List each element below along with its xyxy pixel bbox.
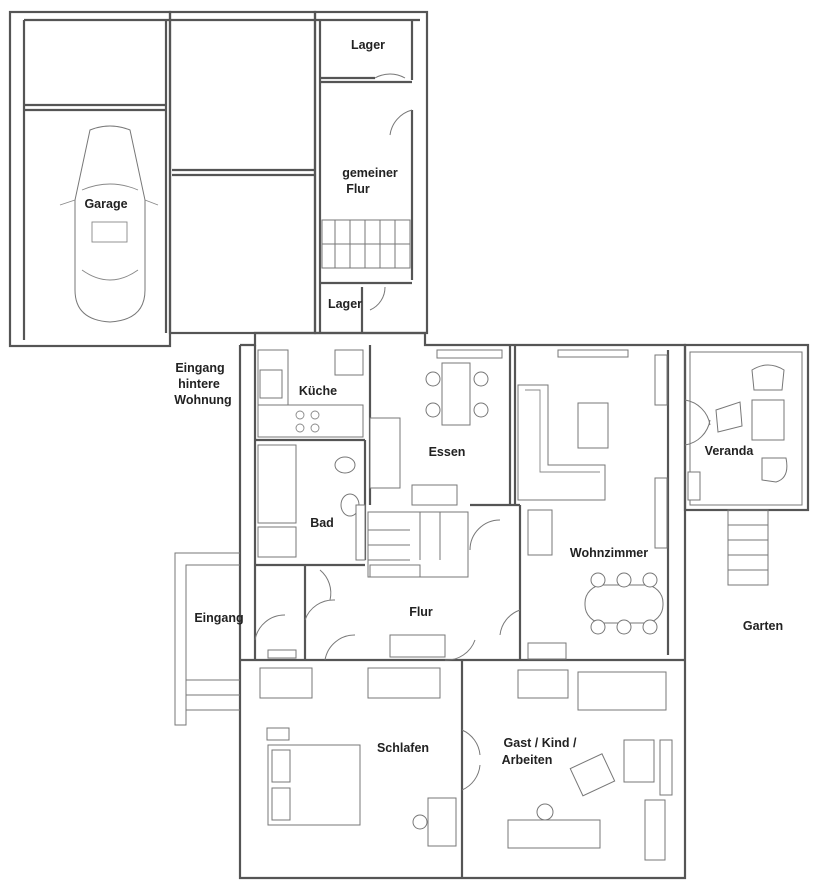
room-label-wohnzimmer: Wohnzimmer <box>570 546 648 560</box>
room-label-garage: Garage <box>84 197 127 211</box>
stairs-common-hall <box>321 219 411 269</box>
room-label-common-hall: Flur <box>346 182 370 196</box>
room-label-veranda: Veranda <box>705 444 755 458</box>
room-labels: Lager gemeiner Flur Lager Garage Küche E… <box>84 38 783 767</box>
door-swings <box>254 73 711 791</box>
room-label-essen: Essen <box>429 445 466 459</box>
rear-entrance-line-2: hintere <box>178 377 220 391</box>
room-label-lager-bottom: Lager <box>328 297 362 311</box>
room-label-kueche: Küche <box>299 384 337 398</box>
room-label-gast: Gast / Kind / <box>504 736 577 750</box>
room-label-arbeiten: Arbeiten <box>502 753 553 767</box>
room-label-flur: Flur <box>409 605 433 619</box>
room-label-garten: Garten <box>743 619 783 633</box>
rear-entrance-line-3: Wohnung <box>174 393 231 407</box>
room-label-schlafen: Schlafen <box>377 741 429 755</box>
room-label-eingang: Eingang <box>194 611 243 625</box>
room-label-gemeiner: gemeiner <box>342 166 398 180</box>
car-icon <box>59 125 159 323</box>
room-label-bad: Bad <box>310 516 334 530</box>
rear-entrance-line-1: Eingang <box>175 361 224 375</box>
room-label-lager-top: Lager <box>351 38 385 52</box>
furniture <box>59 125 788 861</box>
